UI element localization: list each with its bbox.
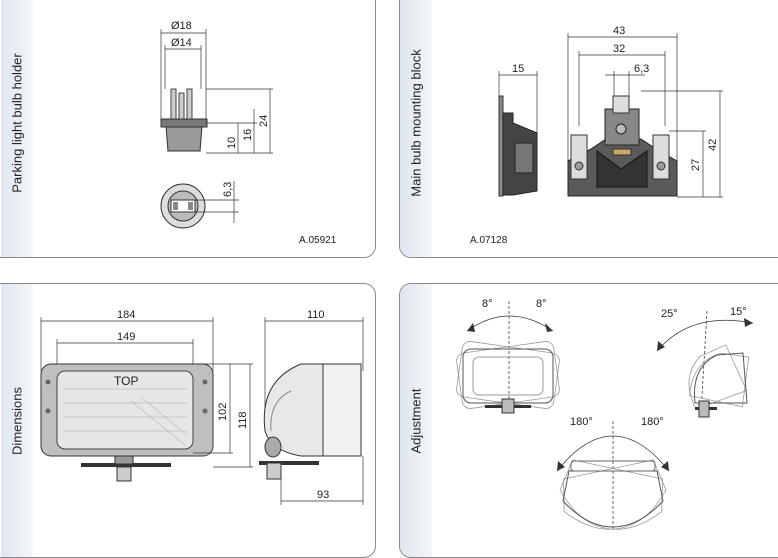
panel-main-bulb-block: Main bulb mounting block 15 43 32 6,3 — [399, 0, 778, 258]
dim-d18: Ø18 — [171, 20, 192, 32]
panel-rail: Adjustment — [400, 284, 432, 557]
adjustment-drawing: 8° 8° 25° 15° 180° 180° — [456, 298, 754, 531]
dim-w63: 6,3 — [222, 182, 234, 197]
angle-180-left: 180° — [570, 416, 593, 428]
drawing-code: A.05921 — [299, 235, 337, 246]
panel-adjustment: Adjustment 8° 8° 25° 15° — [399, 283, 778, 558]
dim-w32: 32 — [613, 43, 625, 55]
dim-h118: 118 — [237, 411, 249, 429]
angle-right-8: 8° — [536, 298, 547, 310]
dim-w93: 93 — [317, 489, 329, 501]
angle-15: 15° — [730, 306, 747, 318]
dim-w15: 15 — [512, 63, 524, 75]
dim-w63: 6,3 — [634, 63, 649, 75]
main-block-drawing: 15 43 32 6,3 — [498, 25, 723, 198]
dim-w184: 184 — [117, 309, 135, 321]
dim-h42: 42 — [707, 139, 719, 151]
dim-h16: 16 — [242, 129, 254, 141]
panel-parking-bulb-holder: Parking light bulb holder Ø18 Ø14 — [0, 0, 376, 258]
panel-rail: Dimensions — [1, 284, 33, 557]
angle-left-8: 8° — [482, 298, 493, 310]
lamp-top-mark: TOP — [114, 374, 138, 388]
dim-w43: 43 — [613, 25, 625, 37]
panel-dimensions: Dimensions 184 149 TOP — [0, 283, 376, 558]
dim-w149: 149 — [117, 331, 135, 343]
dimensions-drawing: 184 149 TOP 102 118 — [40, 309, 364, 505]
angle-180-right: 180° — [641, 416, 664, 428]
dim-h24: 24 — [258, 115, 270, 127]
dim-h102: 102 — [217, 403, 229, 421]
dim-w110: 110 — [307, 309, 325, 321]
panel-rail: Parking light bulb holder — [1, 0, 33, 257]
panel-rail: Main bulb mounting block — [400, 0, 432, 257]
drawing-code: A.07128 — [470, 235, 508, 246]
dim-h10: 10 — [226, 137, 238, 149]
parking-holder-drawing: Ø18 Ø14 10 16 24 — [160, 20, 273, 229]
dim-h27: 27 — [690, 159, 702, 171]
angle-25: 25° — [661, 308, 678, 320]
dim-d14: Ø14 — [171, 37, 192, 49]
